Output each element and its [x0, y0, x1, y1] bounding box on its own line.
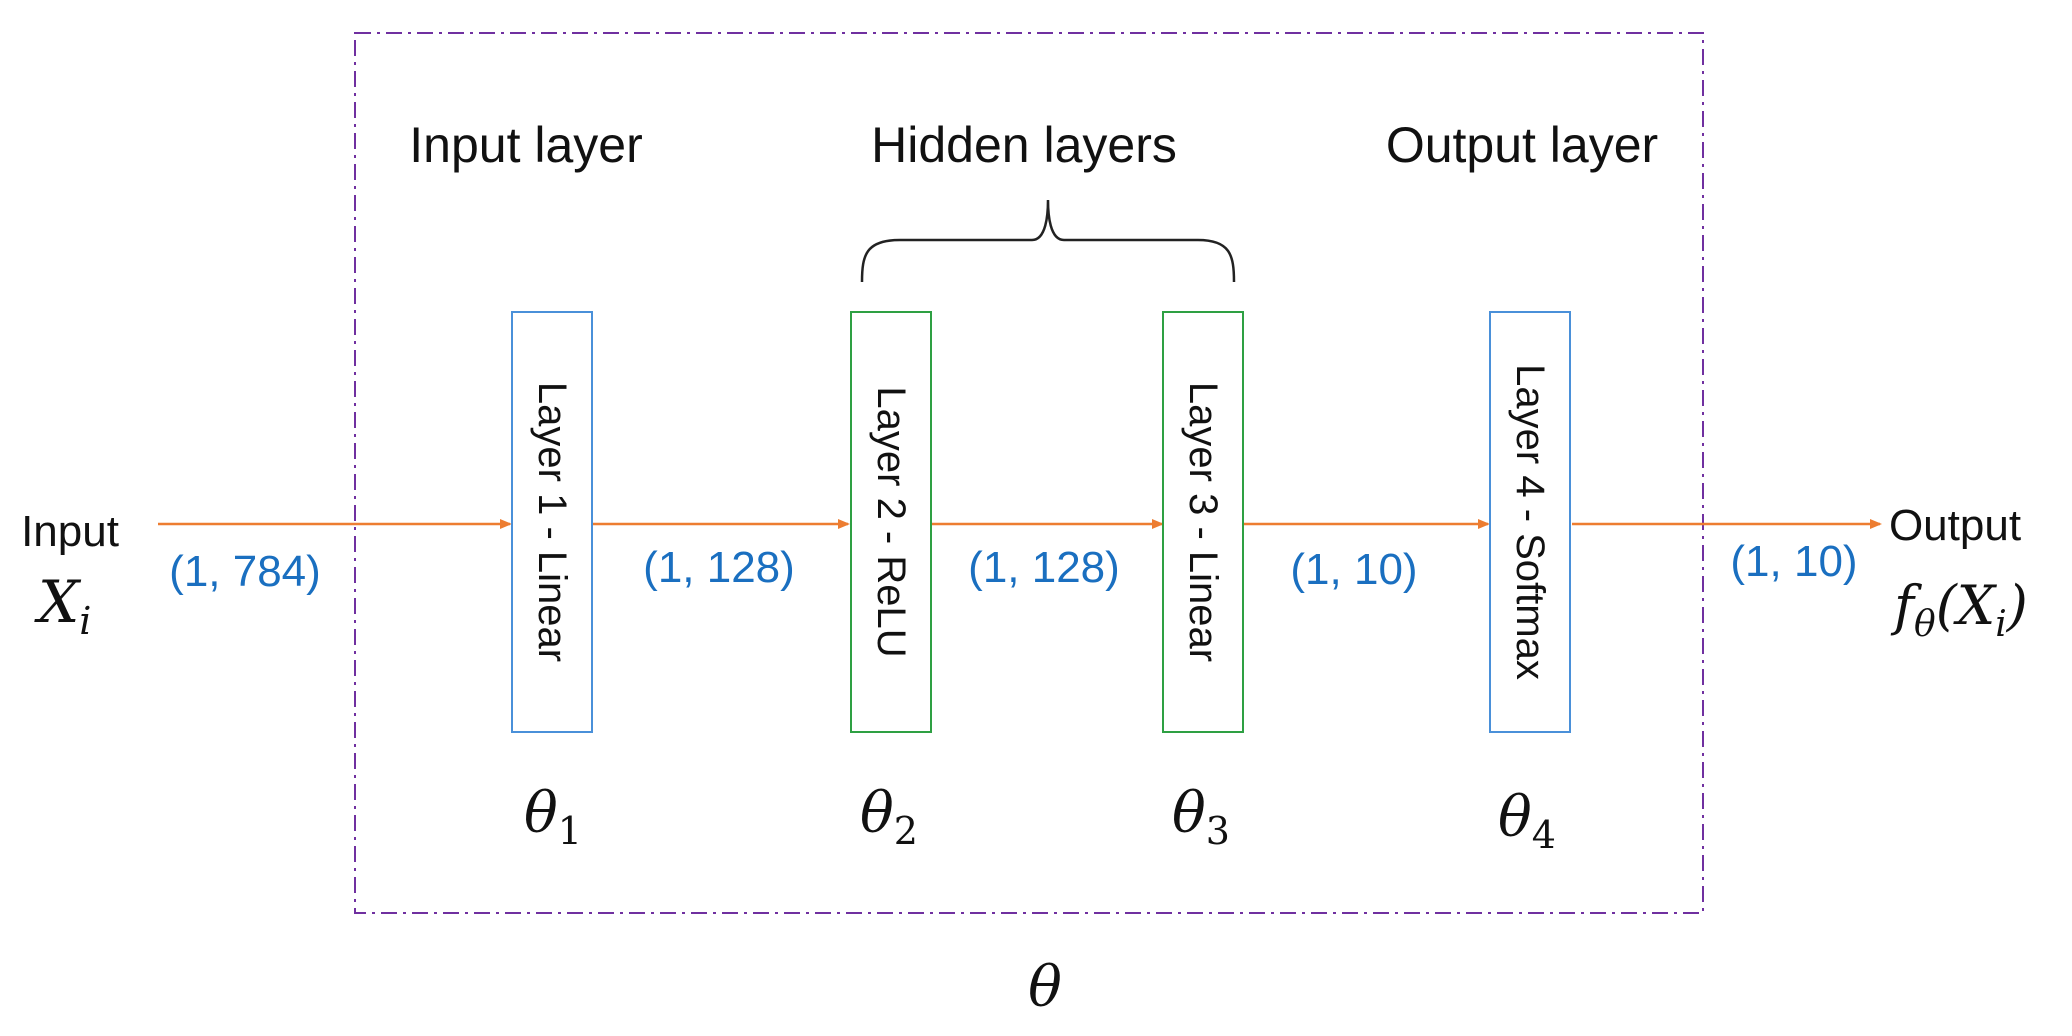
shape-label-layer1: (1, 128): [643, 543, 795, 592]
model-param-theta: θ: [1028, 955, 1062, 1020]
layer-4-label: Layer 4 - Softmax: [1508, 364, 1552, 680]
shape-label-output: (1, 10): [1730, 537, 1857, 586]
model-boundary: [354, 32, 1704, 914]
output-function: fθ(Xi): [1890, 574, 2028, 645]
layer-3-label: Layer 3 - Linear: [1181, 382, 1225, 662]
layer-3-box: [1162, 311, 1244, 733]
layer-1-label: Layer 1 - Linear: [530, 382, 574, 662]
param-theta-3: θ3: [1172, 781, 1230, 853]
input-layer-heading: Input layer: [409, 117, 642, 173]
layer-4-box: [1489, 311, 1571, 733]
param-theta-1: θ1: [524, 781, 582, 853]
shape-label-layer2: (1, 128): [968, 543, 1120, 592]
layer-1-block: Layer 1 - Linear: [511, 311, 593, 733]
layer-1-box: [511, 311, 593, 733]
layer-2-block: Layer 2 - ReLU: [850, 311, 932, 733]
param-theta-4: θ4: [1498, 785, 1556, 857]
layer-2-box: [850, 311, 932, 733]
input-symbol: Xi: [34, 568, 91, 643]
shape-label-layer3: (1, 10): [1290, 545, 1417, 594]
layer-3-block: Layer 3 - Linear: [1162, 311, 1244, 733]
hidden-layers-brace: [860, 199, 1236, 283]
shape-label-input: (1, 784): [169, 547, 321, 596]
layer-4-block: Layer 4 - Softmax: [1489, 311, 1571, 733]
layer-2-label: Layer 2 - ReLU: [869, 386, 913, 657]
param-theta-2: θ2: [860, 781, 918, 853]
output-layer-heading: Output layer: [1386, 117, 1658, 173]
input-label: Input: [21, 507, 119, 556]
hidden-layers-heading: Hidden layers: [871, 117, 1177, 173]
output-label: Output: [1889, 501, 2021, 550]
